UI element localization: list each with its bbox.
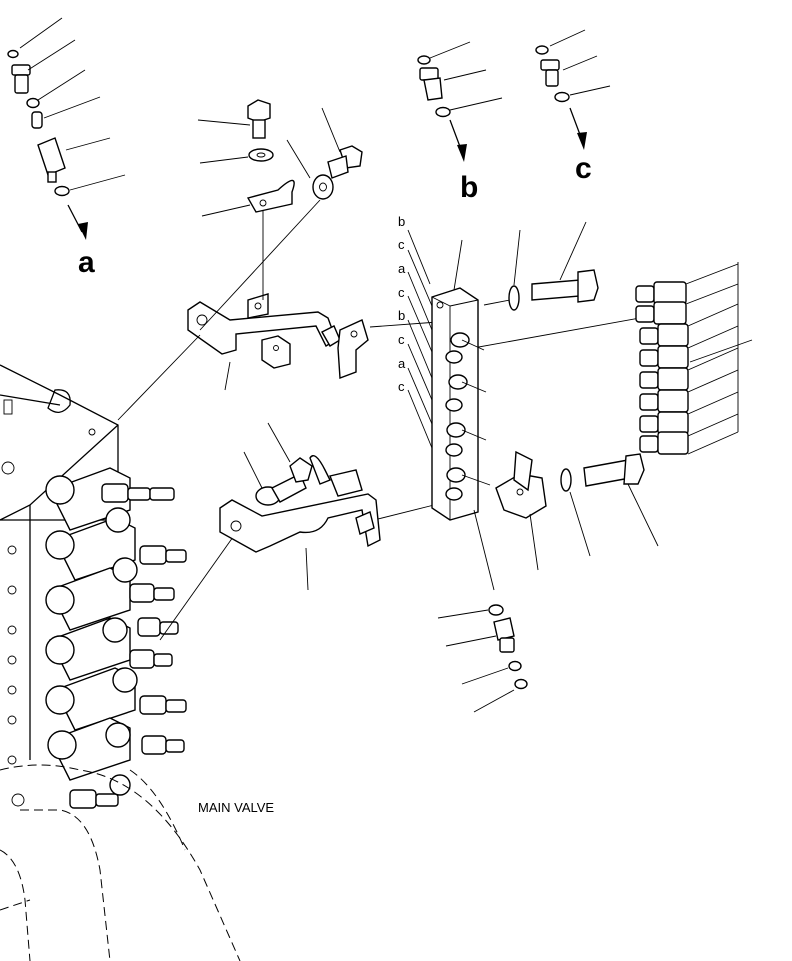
port-letter-7: a [398, 356, 406, 371]
port-letter-1: b [398, 214, 405, 229]
reference-letter-c: c [575, 152, 592, 185]
main-valve-label: MAIN VALVE [198, 800, 274, 815]
callout-a-group [7, 17, 126, 240]
callout-b-group [417, 41, 503, 162]
port-letter-5: b [398, 308, 405, 323]
upper-right-bolt [508, 221, 599, 311]
hose-fittings [635, 262, 753, 455]
port-letter-3: a [398, 261, 406, 276]
port-letter-labels: b c a c b c a c [398, 214, 406, 394]
reference-letter-b: b [460, 171, 478, 204]
port-letter-4: c [398, 285, 405, 300]
distribution-block [407, 229, 495, 591]
port-letter-8: c [398, 379, 405, 394]
upper-bolt-assembly [197, 99, 363, 217]
port-letter-2: c [398, 237, 405, 252]
lower-fitting-stack [437, 604, 528, 713]
reference-letter-a: a [78, 246, 95, 279]
port-letter-6: c [398, 332, 405, 347]
lower-bolt-assembly [243, 422, 331, 506]
lower-bracket [219, 469, 381, 591]
upper-bracket [187, 210, 439, 391]
lower-right-clip [495, 450, 659, 571]
callout-c-group [535, 29, 611, 150]
main-valve-body [0, 364, 241, 961]
